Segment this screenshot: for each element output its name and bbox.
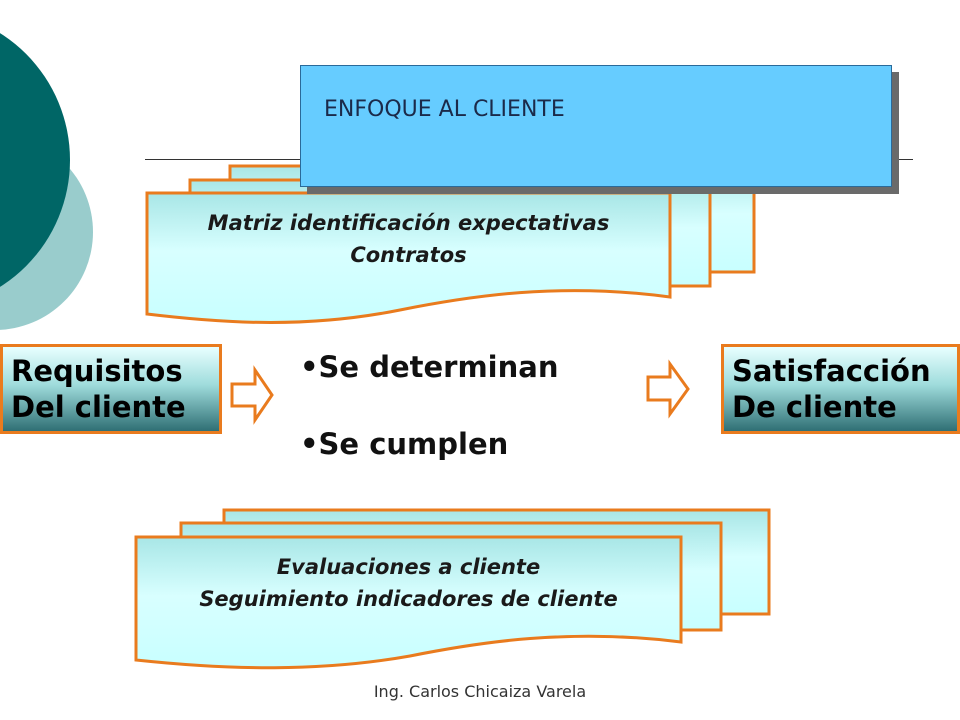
requisitos-line1: Requisitos (11, 354, 183, 388)
requisitos-box: Requisitos Del cliente (0, 344, 222, 434)
requisitos-line2: Del cliente (11, 390, 186, 424)
right-arrow-icon (646, 359, 690, 419)
bottom-stack-line2: Seguimiento indicadores de cliente (199, 587, 618, 611)
footer-author: Ing. Carlos Chicaiza Varela (373, 682, 587, 701)
satisfaccion-line2: De cliente (732, 390, 897, 424)
right-arrow-icon (230, 365, 274, 425)
top-stack-label: Matriz identificación expectativas Contr… (147, 207, 670, 271)
satisfaccion-line1: Satisfacción (732, 354, 931, 388)
top-stack-line2: Contratos (350, 243, 467, 267)
bullet-text: Se cumplen (318, 427, 509, 461)
bullet-item: •Se determinan (300, 350, 559, 384)
slide-title: ENFOQUE AL CLIENTE (324, 97, 565, 122)
bottom-document-stack (134, 508, 771, 670)
satisfaccion-box: Satisfacción De cliente (721, 344, 960, 434)
bottom-stack-label: Evaluaciones a cliente Seguimiento indic… (136, 551, 681, 615)
bottom-stack-line1: Evaluaciones a cliente (276, 555, 541, 579)
dark-teal-circle (0, 33, 70, 287)
bullet-item: •Se cumplen (300, 427, 509, 461)
title-box (300, 65, 892, 187)
bullet-text: Se determinan (318, 350, 559, 384)
top-stack-line1: Matriz identificación expectativas (207, 211, 610, 235)
